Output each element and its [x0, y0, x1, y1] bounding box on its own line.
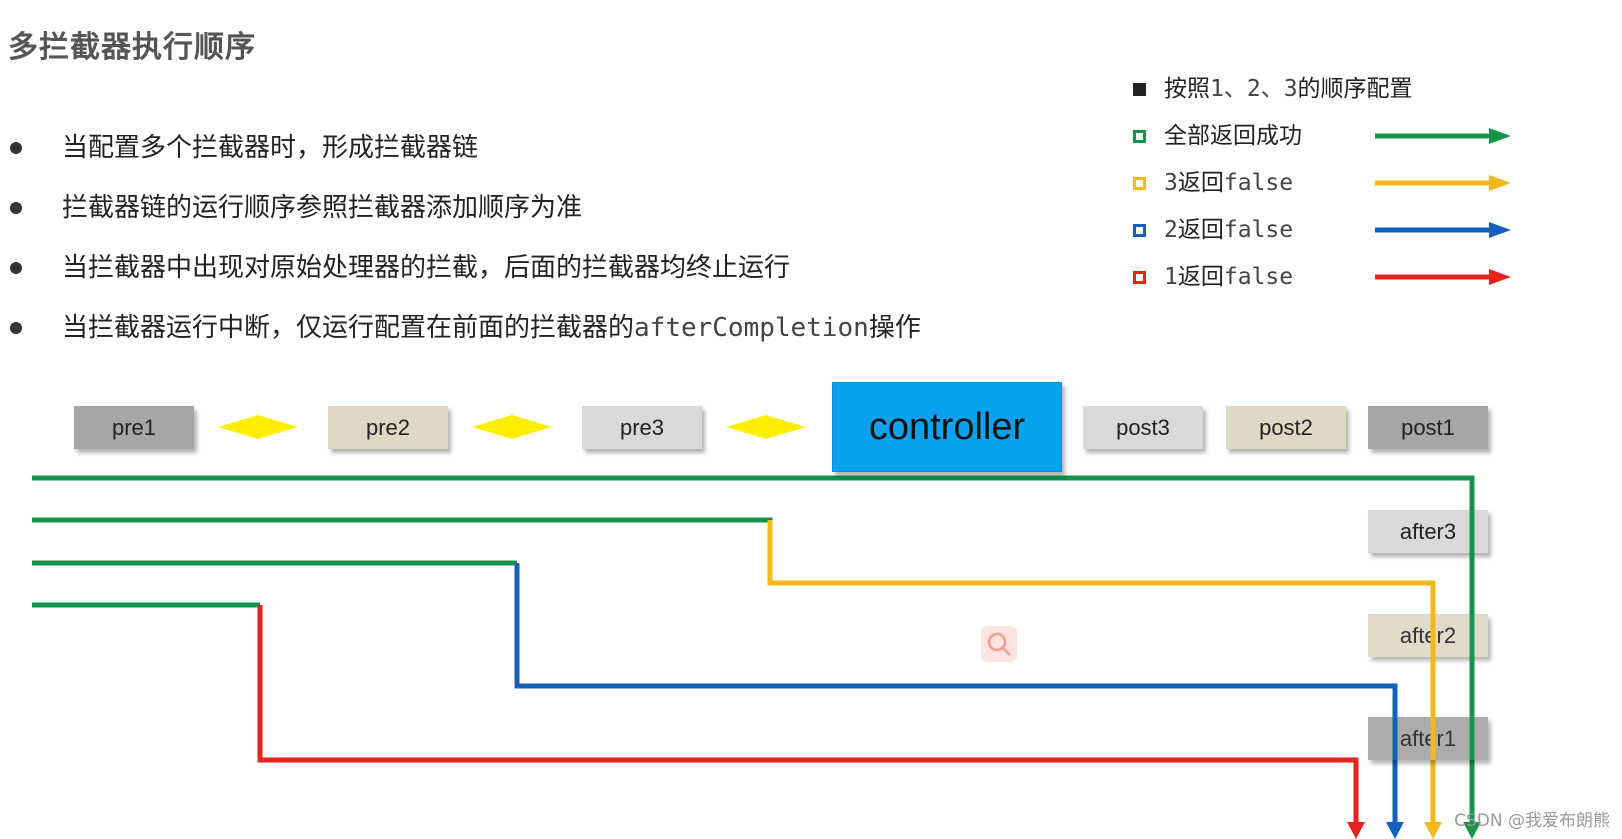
- bullet-code: afterCompletion: [634, 313, 869, 343]
- bullet-dot-icon: [10, 202, 22, 214]
- post2-box: post2: [1226, 406, 1346, 449]
- square-bullet-icon: [1133, 83, 1146, 96]
- bullet-text: 操作: [868, 313, 921, 343]
- bullet-text: 当拦截器运行中断，仅运行配置在前面的拦截器的: [62, 313, 635, 343]
- blue-square-icon: [1133, 224, 1146, 237]
- legend-code: false: [1223, 217, 1294, 243]
- legend-order-numbers: 1、2、3: [1210, 76, 1298, 102]
- watermark: CSDN @我爱布朗熊: [1454, 811, 1610, 831]
- red-arrow-icon: [1375, 269, 1511, 285]
- bullet-item: 当拦截器中出现对原始处理器的拦截，后面的拦截器均终止运行: [10, 238, 921, 298]
- legend-word: 返回: [1177, 170, 1224, 196]
- green-arrowhead-icon: [1463, 822, 1481, 839]
- legend-code: false: [1223, 170, 1294, 196]
- diamond-connector-icon: [472, 415, 552, 439]
- success-path-pre3: [32, 517, 1436, 832]
- bullet-text: 拦截器链的运行顺序参照拦截器添加顺序为准: [62, 193, 583, 223]
- bullet-list: 当配置多个拦截器时，形成拦截器链 拦截器链的运行顺序参照拦截器添加顺序为准 当拦…: [10, 118, 921, 358]
- legend-num: 1: [1164, 264, 1178, 290]
- pre3-box: pre3: [582, 406, 702, 449]
- pre2-box: pre2: [328, 406, 448, 449]
- legend-num: 3: [1164, 170, 1178, 196]
- blue-arrowhead-icon: [1386, 822, 1404, 839]
- success-path: [32, 475, 1475, 832]
- green-square-icon: [1133, 130, 1146, 143]
- yellow-arrowhead-icon: [1424, 822, 1442, 839]
- bullet-text: 当拦截器中出现对原始处理器的拦截，后面的拦截器均终止运行: [62, 253, 791, 283]
- legend-order-prefix: 按照: [1164, 76, 1210, 102]
- post1-box: post1: [1368, 406, 1488, 449]
- legend-code: false: [1223, 264, 1294, 290]
- legend-word: 返回: [1177, 264, 1224, 290]
- yellow-arrow-icon: [1375, 175, 1511, 191]
- pre1-box: pre1: [74, 406, 194, 449]
- after2-box: after2: [1368, 614, 1488, 657]
- bullet-text: 当配置多个拦截器时，形成拦截器链: [62, 133, 479, 163]
- page-title: 多拦截器执行顺序: [8, 30, 256, 65]
- yellow-square-icon: [1133, 177, 1146, 190]
- fail3-path: [767, 520, 1436, 832]
- search-magnifier-icon[interactable]: [981, 626, 1017, 662]
- bullet-item: 当拦截器运行中断，仅运行配置在前面的拦截器的afterCompletion操作: [10, 298, 921, 358]
- green-arrow-icon: [1375, 128, 1511, 144]
- fail1-path: [257, 605, 1359, 832]
- after3-box: after3: [1368, 510, 1488, 553]
- legend-word: 返回: [1177, 217, 1224, 243]
- legend-order-suffix: 的顺序配置: [1297, 76, 1413, 102]
- blue-arrow-icon: [1375, 222, 1511, 238]
- bullet-dot-icon: [10, 142, 22, 154]
- post3-box: post3: [1083, 406, 1203, 449]
- diamond-connector-icon: [218, 415, 298, 439]
- after1-box: after1: [1368, 717, 1488, 760]
- red-arrowhead-icon: [1347, 822, 1365, 839]
- controller-box: controller: [832, 382, 1062, 472]
- legend-label: 全部返回成功: [1164, 123, 1302, 149]
- diamond-connector-icon: [726, 415, 806, 439]
- red-square-icon: [1133, 271, 1146, 284]
- fail2-path: [514, 563, 1398, 832]
- legend-num: 2: [1164, 217, 1178, 243]
- bullet-item: 拦截器链的运行顺序参照拦截器添加顺序为准: [10, 178, 921, 238]
- bullet-dot-icon: [10, 322, 22, 334]
- bullet-dot-icon: [10, 262, 22, 274]
- bullet-item: 当配置多个拦截器时，形成拦截器链: [10, 118, 921, 178]
